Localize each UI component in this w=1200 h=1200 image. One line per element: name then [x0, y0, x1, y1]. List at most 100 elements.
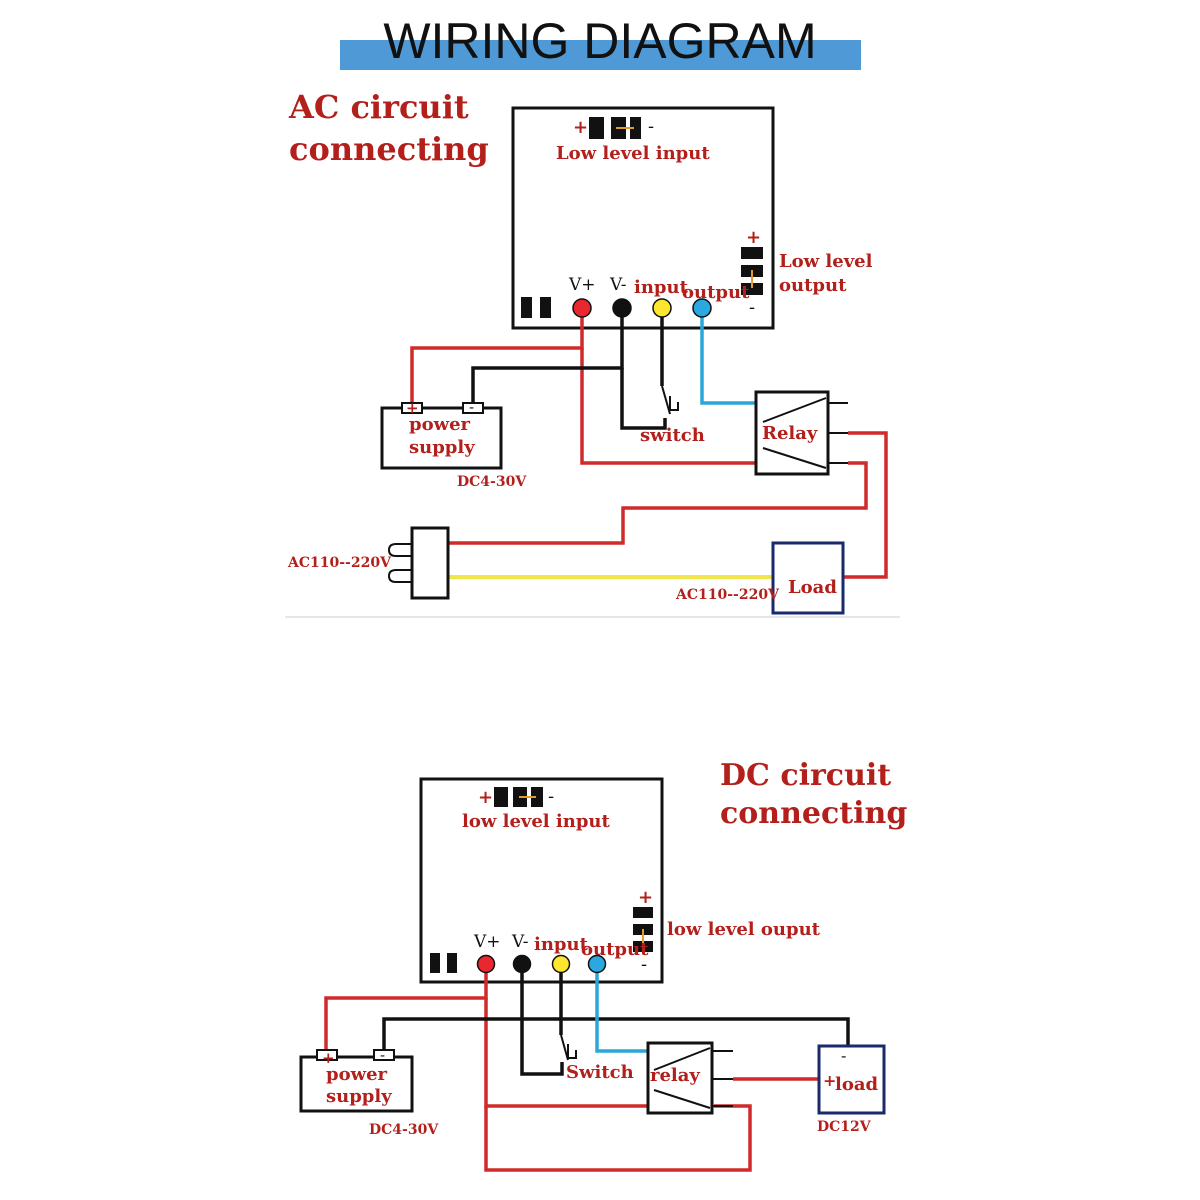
ac-input-pad-1: [589, 117, 604, 139]
ac-power-post-minus: [462, 402, 484, 414]
ac-output-pad-3: [741, 283, 763, 295]
ac-wire-vminus-to-switch: [620, 368, 667, 430]
ac-relay-label: Relay: [762, 423, 818, 444]
ac-heading-line2: connecting: [289, 130, 489, 168]
ac-wire-output-to-relay: [700, 308, 756, 405]
dc-relay-contact-upper: [653, 1047, 711, 1071]
ac-terminal-output-label: output: [682, 282, 750, 303]
ac-plug-body: [410, 526, 450, 600]
dc-low-level-output-label: low level ouput: [667, 919, 821, 940]
ac-heading-line1: AC circuit: [288, 88, 469, 126]
ac-low-level-output-line1: Low level: [779, 251, 873, 272]
ac-plug-prong-lower: [387, 569, 412, 583]
dc-terminal-input: [551, 954, 571, 974]
ac-switch-label: switch: [640, 425, 705, 446]
dc-heading-line2: connecting: [720, 796, 907, 831]
ac-power-plus-sign: +: [406, 399, 419, 417]
dc-relay-label: relay: [650, 1065, 700, 1086]
ac-input-minus: -: [648, 116, 654, 137]
ac-plug-prong-upper: [387, 543, 412, 557]
ac-switch-button: [669, 396, 679, 411]
dc-load-minus: -: [841, 1046, 846, 1065]
ac-wire-relay-to-load: [843, 431, 888, 579]
ac-output-minus: -: [749, 297, 755, 318]
dc-output-pad-1: [633, 907, 653, 918]
dc-output-plus: +: [638, 887, 653, 908]
ac-mains-label-left: AC110--220V: [287, 555, 392, 571]
dc-power-minus-sign: -: [380, 1046, 385, 1064]
ac-relay-contact-upper: [762, 397, 827, 423]
dc-terminal-vminus-label: V-: [511, 932, 528, 952]
dc-switch-button: [567, 1044, 577, 1059]
dc-input-plus: +: [478, 787, 493, 808]
dc-input-pad-3: [531, 787, 543, 807]
dc-terminal-vplus: [476, 954, 496, 974]
dc-wire-vplus-to-supply: [324, 964, 488, 1052]
title-group: WIRING DIAGRAM: [340, 13, 861, 70]
dc-load-plus: +: [823, 1071, 836, 1090]
ac-aux-pad-2: [540, 297, 551, 318]
ac-terminal-output: [692, 298, 712, 318]
ac-power-minus-sign: -: [469, 398, 474, 416]
dc-wire-vplus-loop: [484, 1104, 752, 1172]
ac-low-level-input-label: Low level input: [556, 143, 710, 164]
ac-power-voltage: DC4-30V: [457, 474, 527, 490]
ac-wire-vplus-to-relay: [580, 348, 756, 465]
ac-power-supply-box: [380, 406, 503, 470]
ac-switch-contact: [661, 385, 671, 415]
dc-terminal-vminus: [512, 954, 532, 974]
dc-aux-pad-2: [447, 953, 457, 973]
ac-module-box: [511, 106, 775, 330]
dc-switch-label: Switch: [566, 1062, 634, 1083]
dc-power-plus-sign: +: [322, 1049, 335, 1067]
dc-load-label: load: [835, 1074, 879, 1095]
ac-aux-pad-1: [521, 297, 532, 318]
ac-output-pad-1: [741, 247, 763, 259]
ac-wire-vminus-to-supply: [471, 308, 624, 410]
dc-output-pad-3: [633, 941, 653, 952]
ac-load-label: Load: [788, 577, 837, 598]
ac-input-plus: +: [573, 117, 588, 138]
ac-power-post-plus: [401, 402, 423, 414]
dc-output-minus: -: [641, 954, 647, 975]
dc-power-voltage: DC4-30V: [369, 1122, 439, 1138]
dc-load-voltage: DC12V: [817, 1119, 872, 1135]
dc-input-minus: -: [548, 786, 554, 807]
dc-power-post-minus: [373, 1049, 395, 1061]
dc-wire-output-to-relay: [595, 964, 648, 1053]
ac-terminal-vminus-label: V-: [609, 275, 626, 295]
ac-input-pad-3: [630, 117, 641, 139]
ac-power-supply-line2: supply: [409, 437, 475, 458]
ac-wire-relay-to-plug: [448, 461, 868, 545]
dc-relay-contact-lower: [653, 1089, 711, 1109]
ac-load-box: [771, 541, 845, 615]
ac-terminal-vplus: [572, 298, 592, 318]
dc-power-supply-line2: supply: [326, 1086, 392, 1107]
dc-wire-ground-bus: [382, 1017, 850, 1052]
ac-circuit: AC circuit connecting + - Low level inpu…: [285, 88, 900, 618]
dc-terminal-vplus-label: V+: [473, 932, 501, 952]
dc-terminal-output-label: output: [581, 939, 649, 960]
title-bar: [340, 40, 861, 70]
ac-terminal-vplus-label: V+: [568, 275, 596, 295]
dc-switch-contact: [560, 1034, 569, 1061]
ac-terminal-vminus: [612, 298, 632, 318]
ac-output-plus: +: [746, 227, 761, 248]
ac-terminal-input: [652, 298, 672, 318]
dc-load-box: [817, 1044, 886, 1115]
dc-power-post-plus: [316, 1049, 338, 1061]
dc-low-level-input-label: low level input: [462, 811, 611, 832]
dc-heading-line1: DC circuit: [720, 758, 891, 793]
dc-input-pad-1: [494, 787, 508, 807]
page-title: WIRING DIAGRAM: [383, 13, 816, 69]
ac-terminal-input-label: input: [634, 277, 689, 298]
dc-aux-pad-1: [430, 953, 440, 973]
ac-wire-vplus-to-supply: [410, 308, 584, 412]
dc-terminal-input-label: input: [534, 934, 589, 955]
ac-relay-contact-lower: [762, 447, 827, 469]
ac-power-supply-line1: power: [409, 414, 471, 435]
dc-wire-vminus-to-switch: [520, 964, 564, 1076]
dc-module-box: [419, 777, 664, 984]
